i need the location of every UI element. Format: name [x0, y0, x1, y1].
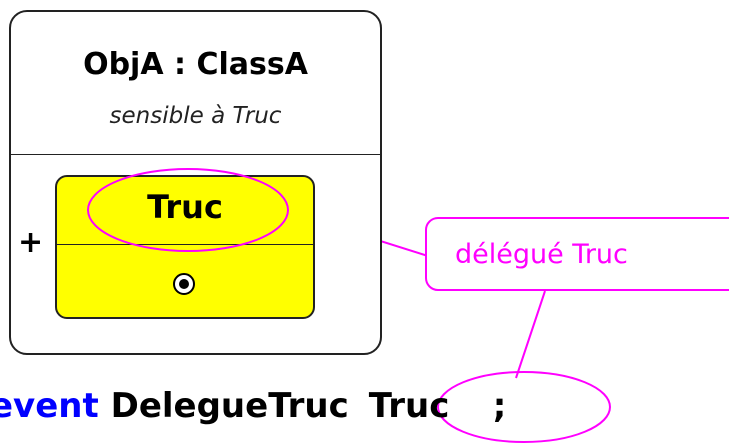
code-delegate-type: DelegueTruc — [110, 386, 349, 426]
event-declaration-code: event DelegueTruc Truc; — [0, 386, 506, 426]
object-note: sensible à Truc — [109, 103, 282, 129]
event-visibility-marker: + — [18, 225, 44, 260]
object-divider — [11, 154, 380, 155]
event-member-box: Truc — [55, 175, 315, 319]
event-bullet-icon — [173, 273, 195, 295]
delegate-annotation-box: délégué Truc — [425, 217, 729, 291]
code-event-name: Truc — [368, 386, 450, 426]
event-bullet-dot — [179, 279, 189, 289]
code-keyword: event — [0, 386, 99, 426]
delegate-annotation-label: délégué Truc — [455, 239, 628, 270]
event-member-name: Truc — [147, 188, 223, 226]
code-terminator: ; — [492, 386, 507, 426]
connector-annotation-to-code — [515, 290, 546, 379]
event-member-divider — [57, 244, 313, 245]
object-name: ObjA : ClassA — [83, 47, 308, 82]
